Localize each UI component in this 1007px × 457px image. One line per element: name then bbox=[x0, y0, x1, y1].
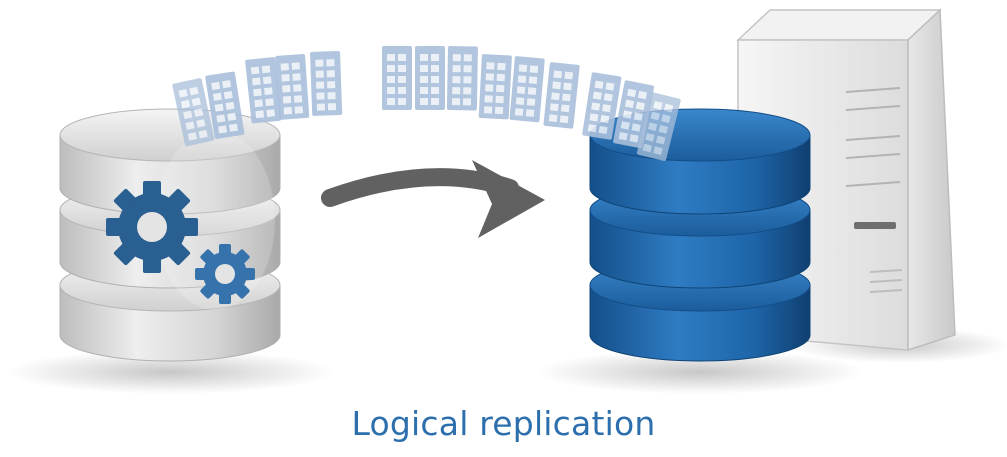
table-packet-icon bbox=[275, 54, 310, 120]
table-packet-icon bbox=[205, 71, 245, 139]
table-packet-icon bbox=[478, 54, 512, 120]
table-packet-icon bbox=[636, 92, 681, 161]
packet-group bbox=[172, 46, 681, 161]
table-packet-icon bbox=[446, 46, 478, 111]
diagram-caption: Logical replication bbox=[351, 404, 656, 443]
table-packet-icon bbox=[172, 78, 215, 147]
curved-arrow-icon bbox=[321, 160, 545, 238]
source-db-shadow bbox=[5, 350, 335, 394]
table-packet-icon bbox=[310, 51, 343, 116]
table-packet-icon bbox=[509, 56, 545, 123]
table-packet-icon bbox=[582, 72, 622, 140]
table-packet-icon bbox=[415, 46, 445, 110]
small-gear-icon bbox=[195, 244, 255, 304]
table-packet-icon bbox=[382, 46, 412, 110]
target-database-icon bbox=[589, 108, 811, 362]
large-gear-icon bbox=[106, 181, 198, 273]
table-packet-icon bbox=[245, 57, 282, 124]
table-packet-icon bbox=[543, 62, 580, 129]
target-db-shadow bbox=[535, 350, 865, 394]
